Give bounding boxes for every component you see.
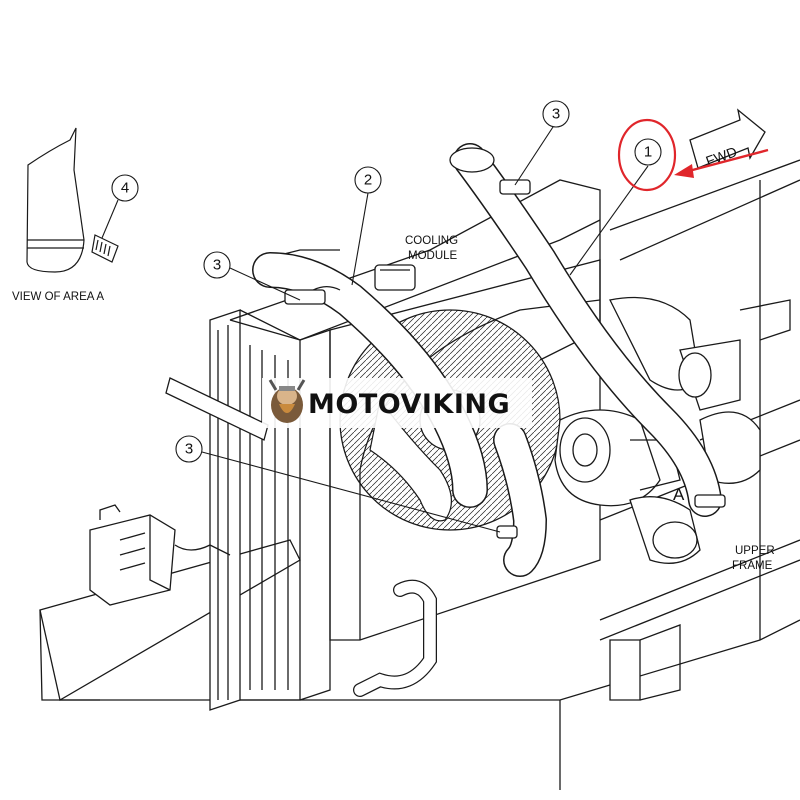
callout-3-bottom: 3: [175, 435, 501, 533]
callout-2: 2: [351, 166, 382, 286]
upper-frame-label-line1: UPPER: [735, 545, 775, 557]
watermark: MOTOVIKING: [262, 378, 532, 428]
cooling-module-label-line1: COOLING: [405, 235, 458, 247]
callout-3-top-number: 3: [552, 106, 560, 123]
watermark-text: MOTOVIKING: [308, 389, 510, 420]
red-arrow-icon: [674, 164, 694, 178]
callout-4-number: 4: [121, 180, 129, 197]
upper-frame-label-line2: FRAME: [732, 560, 773, 572]
callout-4: 4: [101, 174, 139, 239]
view-of-area-a-label: VIEW OF AREA A: [12, 291, 104, 303]
callout-3-left: 3: [203, 251, 301, 301]
inset-view-of-area-a: [26, 127, 119, 273]
viking-mascot-icon: [268, 379, 306, 423]
machine-illustration: [39, 159, 800, 790]
callout-1: 1: [569, 138, 662, 276]
callout-2-number: 2: [364, 172, 372, 189]
area-a-marker: A: [673, 485, 685, 504]
callout-3-bottom-number: 3: [185, 441, 193, 458]
hose-1: [449, 143, 722, 517]
part-1-highlight: [617, 118, 769, 192]
hose-middle: [493, 423, 548, 577]
callout-1-number: 1: [644, 144, 652, 161]
cooling-module-label-line2: MODULE: [408, 250, 458, 262]
hose-2: [252, 252, 488, 522]
callout-3-left-number: 3: [213, 257, 221, 274]
hose-clamps: [284, 179, 726, 539]
callout-3-top: 3: [514, 100, 570, 186]
